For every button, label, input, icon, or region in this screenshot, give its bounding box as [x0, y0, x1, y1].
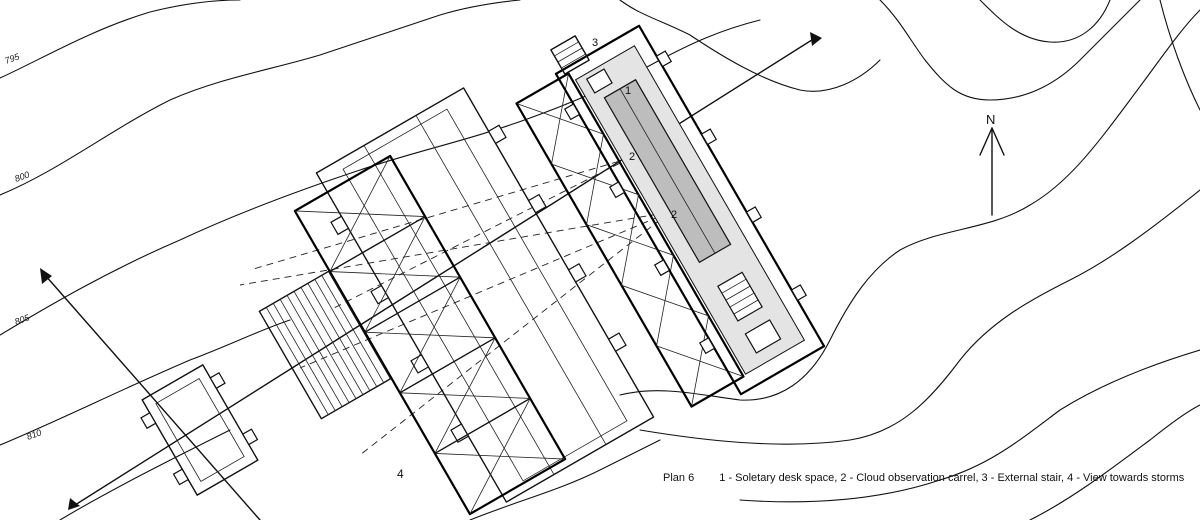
contour-label: 805 — [13, 312, 31, 327]
contour-line — [739, 349, 1200, 503]
sight-line — [329, 157, 631, 311]
sight-line — [299, 211, 671, 369]
north-arrow-head — [979, 127, 1005, 156]
marker-4: 4 — [397, 467, 404, 481]
contour-elevation-labels: 795 800 805 810 — [3, 51, 43, 442]
contour-line — [0, 0, 521, 196]
section-line-a — [44, 274, 261, 520]
building-outline — [554, 24, 826, 396]
outer-frame — [315, 87, 655, 503]
north-label: N — [986, 112, 995, 127]
marker-2b: 2 — [671, 209, 677, 221]
contour-label: 795 — [3, 51, 21, 66]
section-arrow-b-end — [68, 498, 80, 510]
truss-frame — [293, 154, 567, 516]
contour-line — [0, 0, 241, 79]
outer-frame-structure — [315, 87, 655, 503]
frame-rail — [363, 145, 555, 475]
sight-line — [249, 157, 631, 271]
contour-label: 800 — [13, 169, 31, 184]
sight-line — [239, 211, 671, 286]
section-arrow-b — [810, 32, 822, 46]
marker-3: 3 — [592, 37, 598, 49]
contour-line — [1159, 0, 1200, 111]
marker-2a: 2 — [629, 151, 635, 163]
contour-line — [879, 0, 1141, 101]
small-frame — [140, 364, 259, 496]
internal-stair — [717, 271, 763, 322]
truss-outline — [293, 154, 567, 516]
plan-markers: 3 1 2 2 4 — [397, 37, 677, 481]
louvre-deck — [258, 270, 392, 420]
contour-label: 810 — [25, 427, 43, 442]
frame-rail — [415, 115, 607, 445]
contour-line — [59, 429, 231, 520]
contour-line — [979, 0, 1111, 43]
contour-line — [639, 189, 1200, 445]
plan-legend: 1 - Soletary desk space, 2 - Cloud obser… — [719, 472, 1185, 484]
section-arrow-a — [40, 268, 52, 284]
north-arrow: N — [979, 112, 1005, 216]
sight-line — [359, 211, 671, 456]
plan-label: Plan 6 — [663, 472, 695, 484]
contour-line — [469, 439, 661, 520]
sight-lines — [239, 157, 671, 456]
main-building — [554, 24, 826, 396]
inner-frame — [342, 108, 628, 482]
marker-1: 1 — [625, 85, 631, 97]
truss-frame-right — [515, 72, 745, 408]
contour-line — [619, 9, 1200, 401]
plan-caption: Plan 6 1 - Soletary desk space, 2 - Clou… — [663, 472, 1184, 484]
contour-line — [1029, 404, 1200, 520]
contour-line — [0, 319, 291, 446]
desk-space — [585, 68, 613, 94]
contour-line — [619, 0, 881, 92]
external-stair — [550, 35, 590, 75]
